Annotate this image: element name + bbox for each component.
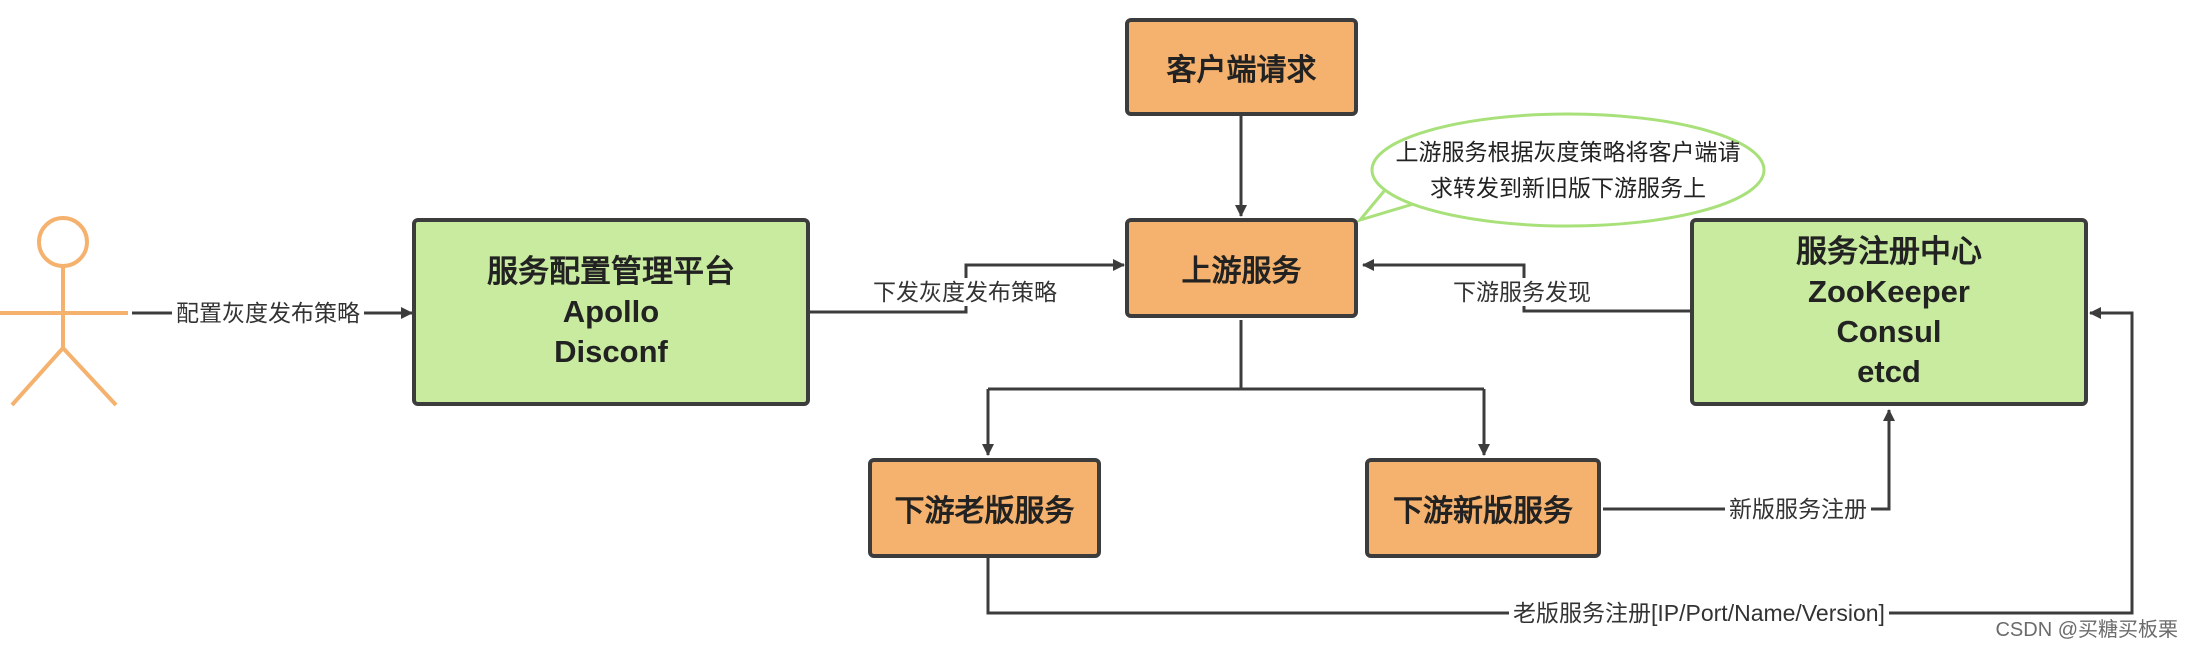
config-platform-disconf: Disconf bbox=[554, 334, 668, 369]
note-text: 上游服务根据灰度策略将客户端请 求转发到新旧版下游服务上 bbox=[1383, 134, 1753, 206]
downstream-old-label: 下游老版服务 bbox=[894, 495, 1075, 528]
label-new-register: 新版服务注册 bbox=[1725, 495, 1871, 523]
registry-title: 服务注册中心 bbox=[1796, 234, 1982, 269]
label-push-strategy: 下发灰度发布策略 bbox=[869, 278, 1061, 306]
actor-icon bbox=[0, 216, 128, 407]
registry-consul: Consul bbox=[1836, 314, 1942, 349]
config-platform-apollo: Apollo bbox=[562, 294, 660, 329]
downstream-old-node: 下游老版服务 bbox=[868, 458, 1101, 558]
edge-old-register bbox=[986, 307, 2134, 615]
client-request-node: 客户端请求 bbox=[1125, 18, 1358, 116]
edge-upstream-to-downstream bbox=[982, 320, 1490, 456]
config-platform-title: 服务配置管理平台 bbox=[487, 254, 735, 289]
edge-new-register bbox=[1603, 409, 1895, 511]
note-line-1: 上游服务根据灰度策略将客户端请 bbox=[1395, 139, 1741, 165]
label-discovery: 下游服务发现 bbox=[1449, 278, 1595, 306]
registry-etcd: etcd bbox=[1857, 354, 1921, 389]
upstream-service-node: 上游服务 bbox=[1125, 218, 1358, 318]
note-line-2: 求转发到新旧版下游服务上 bbox=[1430, 175, 1706, 201]
watermark: CSDN @买糖买板栗 bbox=[1995, 619, 2178, 641]
note-bubble bbox=[1355, 112, 1766, 228]
upstream-service-label: 上游服务 bbox=[1181, 255, 1302, 288]
config-platform-node: 服务配置管理平台 Apollo Disconf bbox=[412, 218, 810, 406]
registry-node: 服务注册中心 ZooKeeper Consul etcd bbox=[1690, 218, 2088, 406]
label-old-register: 老版服务注册[IP/Port/Name/Version] bbox=[1509, 599, 1889, 627]
downstream-new-label: 下游新版服务 bbox=[1393, 495, 1573, 528]
client-request-label: 客户端请求 bbox=[1166, 54, 1317, 87]
downstream-new-node: 下游新版服务 bbox=[1365, 458, 1601, 558]
label-configure-strategy: 配置灰度发布策略 bbox=[172, 299, 364, 327]
registry-zookeeper: ZooKeeper bbox=[1808, 274, 1970, 309]
